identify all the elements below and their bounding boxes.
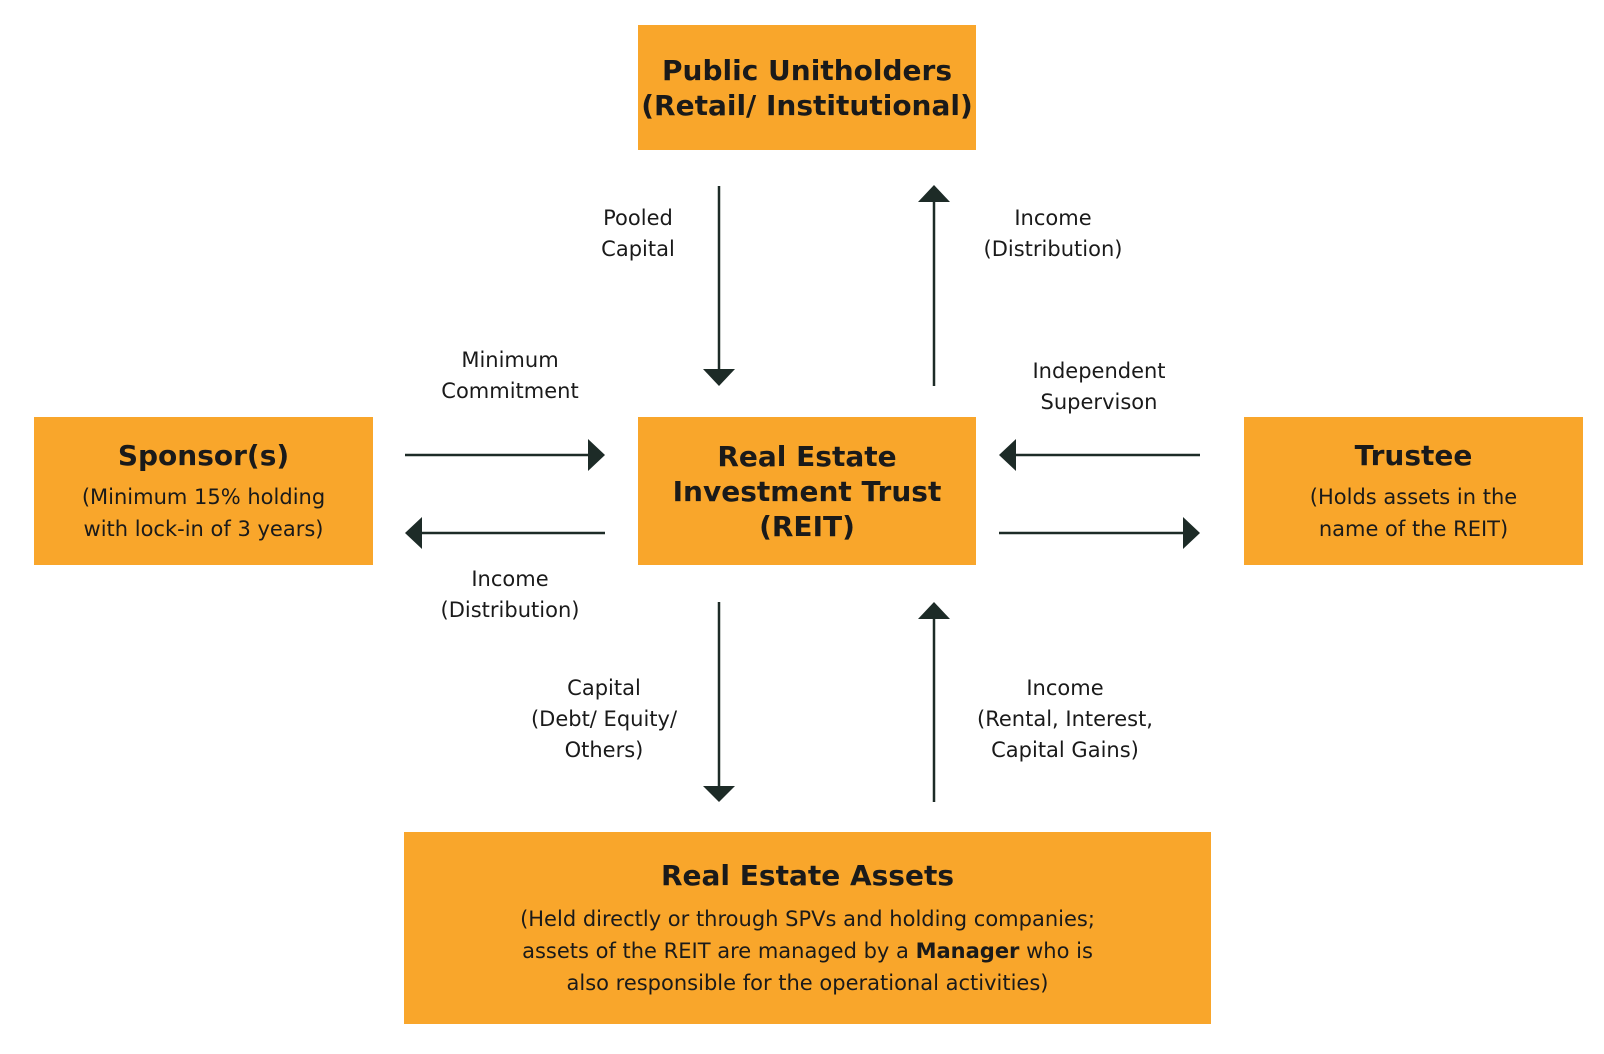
- pooled-capital-line-2: Capital: [601, 237, 675, 261]
- reit-title: Real Estate Investment Trust (REIT): [673, 439, 942, 544]
- label-pooled-capital: Pooled Capital: [568, 203, 708, 265]
- assets-desc-line-1: (Held directly or through SPVs and holdi…: [520, 906, 1095, 931]
- capital-line-2: (Debt/ Equity/: [530, 707, 678, 731]
- income-dist-left-line-2: (Distribution): [440, 598, 580, 622]
- label-income-assets: Income (Rental, Interest, Capital Gains): [960, 673, 1170, 766]
- sponsor-title: Sponsor(s): [117, 438, 290, 472]
- assets-desc-line-2-pre: assets of the REIT are managed by a: [522, 938, 916, 963]
- assets-desc-manager: Manager: [915, 938, 1020, 963]
- label-capital: Capital (Debt/ Equity/ Others): [514, 673, 694, 766]
- arrow-pooled-capital: [703, 186, 735, 386]
- assets-desc-line-3: also responsible for the operational act…: [566, 970, 1049, 995]
- sponsor-desc-line-1: (Minimum 15% holding: [81, 484, 326, 509]
- arrow-independent-supervision: [999, 439, 1200, 471]
- trustee-description: (Holds assets in the name of the REIT): [1310, 481, 1517, 545]
- public-unitholders-title: Public Unitholders (Retail/ Institutiona…: [641, 53, 973, 123]
- node-real-estate-assets: Real Estate Assets (Held directly or thr…: [404, 832, 1211, 1024]
- capital-line-1: Capital: [567, 676, 641, 700]
- min-commitment-line-2: Commitment: [441, 379, 579, 403]
- trustee-title: Trustee: [1354, 438, 1473, 472]
- indep-supervision-line-1: Independent: [1032, 359, 1166, 383]
- income-assets-line-3: Capital Gains): [991, 738, 1139, 762]
- node-trustee: Trustee (Holds assets in the name of the…: [1244, 417, 1583, 565]
- reit-title-line-2: Investment Trust: [672, 474, 942, 508]
- node-public-unitholders: Public Unitholders (Retail/ Institutiona…: [638, 25, 976, 150]
- arrow-reit-to-trustee: [999, 517, 1200, 549]
- public-title-line-1: Public Unitholders: [662, 53, 952, 87]
- arrow-capital: [703, 602, 735, 802]
- arrow-minimum-commitment: [405, 439, 605, 471]
- income-dist-top-line-1: Income: [1014, 206, 1092, 230]
- pooled-capital-line-1: Pooled: [603, 206, 673, 230]
- income-assets-line-1: Income: [1026, 676, 1104, 700]
- reit-title-line-1: Real Estate: [717, 439, 897, 473]
- income-assets-line-2: (Rental, Interest,: [977, 707, 1153, 731]
- income-dist-top-line-2: (Distribution): [983, 237, 1123, 261]
- node-sponsor: Sponsor(s) (Minimum 15% holding with loc…: [34, 417, 373, 565]
- trustee-desc-line-2: name of the REIT): [1318, 516, 1509, 541]
- label-independent-supervision: Independent Supervison: [1014, 356, 1184, 418]
- assets-title: Real Estate Assets: [660, 858, 955, 892]
- sponsor-description: (Minimum 15% holding with lock-in of 3 y…: [82, 481, 325, 545]
- min-commitment-line-1: Minimum: [461, 348, 559, 372]
- arrow-income-distribution-left: [405, 517, 605, 549]
- public-title-line-2: (Retail/ Institutional): [641, 88, 973, 122]
- arrow-income-assets: [918, 602, 950, 802]
- assets-desc-line-2: assets of the REIT are managed by a Mana…: [520, 935, 1095, 967]
- assets-description: (Held directly or through SPVs and holdi…: [520, 903, 1095, 999]
- assets-desc-line-2-post: who is: [1019, 938, 1093, 963]
- node-reit: Real Estate Investment Trust (REIT): [638, 417, 976, 565]
- indep-supervision-line-2: Supervison: [1040, 390, 1158, 414]
- income-dist-left-line-1: Income: [471, 567, 549, 591]
- arrow-income-distribution-top: [918, 185, 950, 386]
- label-income-distribution-left: Income (Distribution): [420, 564, 600, 626]
- sponsor-desc-line-2: with lock-in of 3 years): [83, 516, 324, 541]
- label-income-distribution-top: Income (Distribution): [960, 203, 1146, 265]
- trustee-desc-line-1: (Holds assets in the: [1309, 484, 1518, 509]
- capital-line-3: Others): [564, 738, 644, 762]
- label-minimum-commitment: Minimum Commitment: [420, 345, 600, 407]
- reit-title-line-3: (REIT): [759, 509, 855, 543]
